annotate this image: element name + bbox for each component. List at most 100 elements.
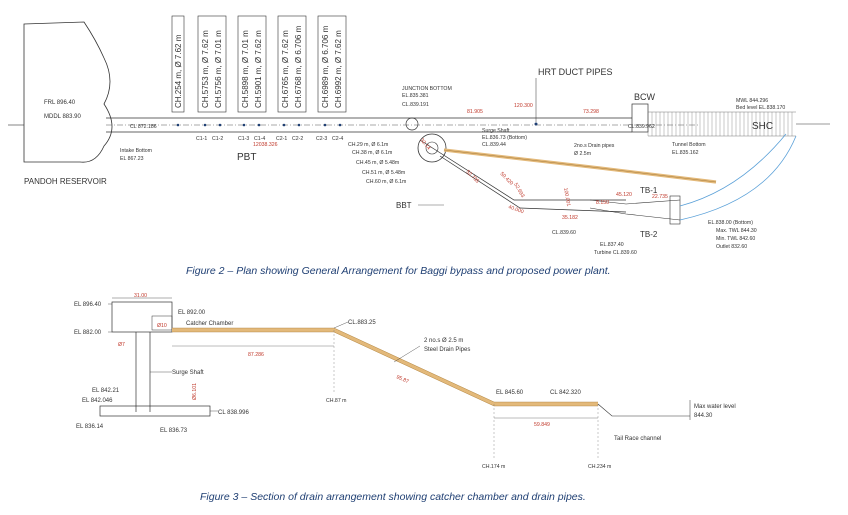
cl-bcw: CL.839.962 — [628, 124, 655, 130]
surge-label: Surge Shaft — [482, 128, 510, 134]
tailrace-curve-2 — [679, 135, 797, 221]
segment-c1-3: C1-3 — [238, 136, 249, 142]
slope: 95.87 — [395, 374, 409, 385]
ch-note-1: CH.29 m, Ø 6.1m — [348, 142, 388, 148]
chainage-2: CH.5753 m, Ø 7.62 m — [201, 30, 210, 108]
intake-el: EL 867.23 — [120, 156, 144, 162]
channel-hatch-lines — [647, 112, 793, 136]
channel-hatch — [648, 111, 796, 137]
el-892: EL 892.00 — [178, 310, 206, 316]
surge-label-3: Surge Shaft — [172, 370, 204, 376]
ch-note-2: CH.38 m, Ø 6.1m — [352, 150, 392, 156]
dim-2: 120.300 — [514, 103, 533, 109]
el-836-14: EL 836.14 — [76, 424, 104, 430]
drain-pipes-section — [172, 328, 598, 406]
section-markers — [176, 123, 342, 127]
pbt-label: PBT — [237, 152, 256, 163]
diag-d: 52.693 — [512, 182, 525, 199]
w31: 31.00 — [134, 293, 147, 299]
chainage-5: CH.5901 m, Ø 7.62 m — [254, 30, 263, 108]
el-896: EL 896.40 — [74, 302, 102, 308]
tb1-label: TB-1 — [640, 186, 658, 195]
segment-c2-2: C2-2 — [292, 136, 303, 142]
chainage-8: CH.6989 m, Ø 6.706 m — [321, 25, 330, 108]
outlet-4: Outlet 832.60 — [716, 244, 747, 250]
junction-circle — [405, 117, 419, 131]
turbine-box — [669, 195, 681, 225]
el-882: EL 882.00 — [74, 330, 102, 336]
catcher-inner — [151, 315, 173, 331]
d7: Ø7 — [118, 342, 125, 348]
el-842-046: EL 842.046 — [82, 398, 113, 404]
chainage-6: CH.6765 m, Ø 7.62 m — [281, 30, 290, 108]
segment-c2-1: C2-1 — [276, 136, 287, 142]
cl-842: CL 842.320 — [550, 390, 581, 396]
segment-c1-1: C1-1 — [196, 136, 207, 142]
tunnel-section — [99, 405, 211, 417]
bcw-label: BCW — [634, 92, 656, 102]
drain-label: 2no.s Drain pipes — [574, 143, 615, 149]
chainage-boxes: CH.254 m, Ø 7.62 m CH.5753 m, Ø 7.62 m C… — [171, 15, 347, 113]
ch174: CH.174 m — [482, 464, 505, 470]
reservoir-name: PANDOH RESERVOIR — [24, 177, 107, 186]
bed-level-label: Bed level EL.838.170 — [736, 105, 785, 111]
outlet-3: Min. TWL 842.60 — [716, 236, 755, 242]
surge-inner-circle — [425, 141, 439, 155]
tb2-label: TB-2 — [640, 230, 658, 239]
reservoir-mddl: MDDL 883.90 — [44, 114, 81, 120]
figure-2-caption: Figure 2 – Plan showing General Arrangem… — [186, 265, 611, 277]
pbt-length: 12038.326 — [253, 142, 278, 148]
diag-a: 32.14 — [418, 137, 431, 151]
el-836-73: EL 836.73 — [160, 428, 188, 434]
cl-start: CL 872.186 — [130, 124, 157, 130]
cl-838: CL 838.996 — [218, 410, 249, 416]
bbt-label: BBT — [396, 201, 412, 210]
diag-c: 50.420 — [499, 171, 515, 187]
bbt-pipe-top — [419, 139, 626, 201]
segment-c2-4: C2-4 — [332, 136, 343, 142]
tail-race-channel — [597, 403, 690, 417]
ch-note-3: CH.45 m, Ø 5.48m — [356, 160, 399, 166]
ch-note-4: CH.51 m, Ø 5.48m — [362, 170, 405, 176]
l59: 59.849 — [534, 422, 550, 428]
reservoir-frl: FRL 896.40 — [44, 100, 76, 106]
segment-c1-4: C1-4 — [254, 136, 265, 142]
turbine-el: EL.837.40 — [600, 242, 624, 248]
mwl-label: MWL 844.296 — [736, 98, 768, 104]
dim-3: 73.298 — [583, 109, 599, 115]
tb2-branch — [589, 207, 681, 221]
bbt-pipe-bottom — [439, 155, 627, 213]
surge-shaft-circle — [417, 133, 447, 163]
diag-e: 40.000 — [507, 204, 524, 215]
hrt-label: HRT DUCT PIPES — [538, 67, 613, 77]
shc-label: SHC — [752, 121, 773, 132]
cl-tb: CL.839.60 — [552, 230, 576, 236]
tail-label: Tail Race channel — [614, 436, 661, 442]
chainage-1: CH.254 m, Ø 7.62 m — [174, 34, 183, 108]
diag-g: 45.120 — [616, 192, 632, 198]
cl-883: CL.883.25 — [348, 320, 376, 326]
tb1-branch — [589, 199, 681, 205]
diag-i: 35.182 — [562, 215, 578, 221]
hrt-marker — [534, 122, 538, 126]
dim-1: 81.905 — [467, 109, 483, 115]
chainage-7: CH.6768 m, Ø 6.706 m — [294, 25, 303, 108]
ch87: CH.87 m — [326, 398, 346, 404]
diag-j: 22.735 — [652, 194, 668, 200]
el-845: EL 845.60 — [496, 390, 524, 396]
junction-el: EL.835.381 — [402, 93, 429, 99]
drain-dia: Ø 2.5m — [574, 151, 591, 157]
drain-label-3: 2 no.s Ø 2.5 m — [424, 338, 463, 344]
junction-cl: CL.839.191 — [402, 102, 429, 108]
drain-label-3b: Steel Drain Pipes — [424, 347, 470, 353]
outlet-1: EL.838.00 (Bottom) — [708, 220, 753, 226]
l87: 87.286 — [248, 352, 264, 358]
chainage-4: CH.5898 m, Ø 7.01 m — [241, 30, 250, 108]
chainage-9: CH.6992 m, Ø 7.62 m — [334, 30, 343, 108]
tailrace-curve-1 — [679, 133, 787, 207]
ch-note-5: CH.60 m, Ø 6.1m — [366, 179, 406, 185]
segment-c2-3: C2-3 — [316, 136, 327, 142]
max-wl: Max water level — [694, 404, 736, 410]
catcher-label: Catcher Chamber — [186, 321, 233, 327]
